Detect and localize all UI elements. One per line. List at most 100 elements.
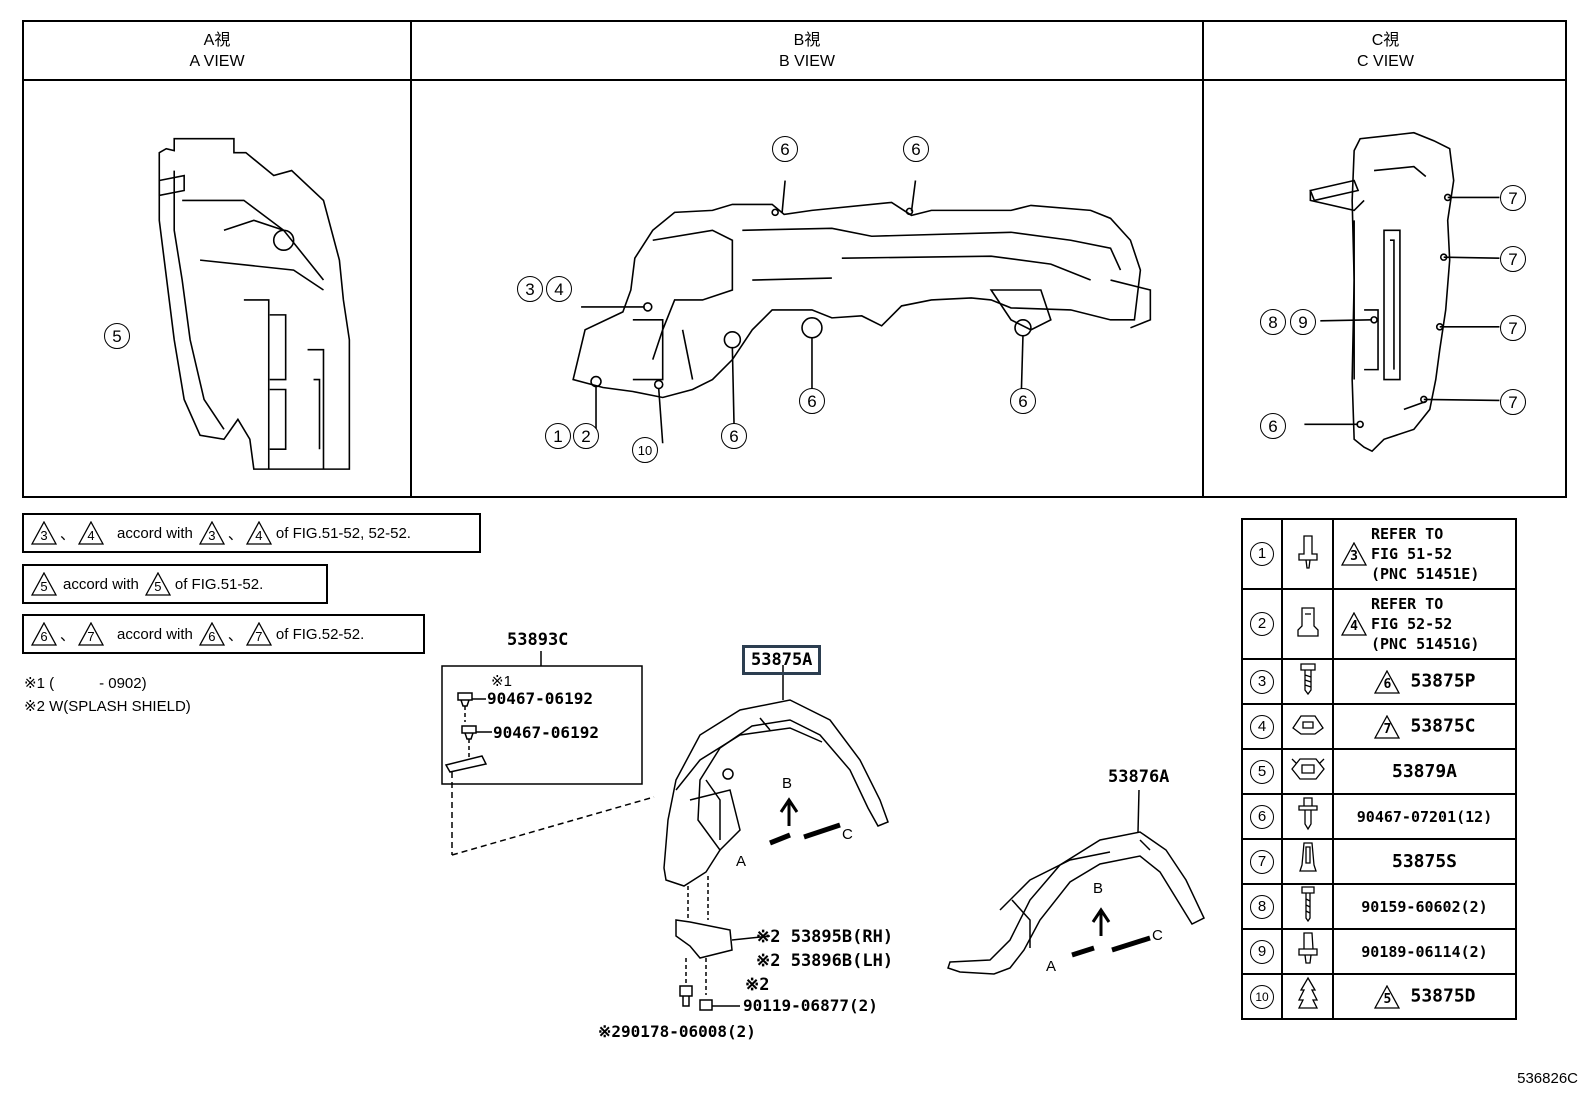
- c-view-title-en: C VIEW: [1357, 53, 1414, 70]
- b-view-callout-6e: 6: [721, 423, 747, 449]
- note-5: 5 accord with 5 of FIG.51-52.: [22, 564, 328, 604]
- legend-num: 6: [1241, 793, 1283, 840]
- dir-b-label: B: [782, 775, 793, 792]
- dir-c2-label: C: [1152, 927, 1163, 944]
- c-view-callout-7b: 7: [1500, 246, 1526, 272]
- screw-icon: [1281, 658, 1334, 705]
- b-view-callout-6c: 6: [799, 388, 825, 414]
- legend-number: 6: [1250, 804, 1274, 829]
- b-view: B視 B VIEW: [412, 22, 1204, 496]
- triangle-number: 4: [87, 528, 95, 543]
- legend-number: 5: [1250, 759, 1274, 784]
- triangle-number: 4: [255, 528, 263, 543]
- legend-partno: 53875S: [1332, 838, 1517, 885]
- clip-set-box: [441, 665, 643, 785]
- legend-partno: 53875D: [1410, 985, 1476, 1006]
- legend-num: 1: [1241, 518, 1283, 590]
- views-panel: A視 A VIEW 5: [22, 20, 1567, 498]
- separator: 、: [60, 525, 76, 543]
- legend-number: 4: [1250, 714, 1274, 739]
- note-6-7: 6 、 7 accord with 6 、 7 of FIG.52-52.: [22, 614, 425, 654]
- clip-b-partno: 90467-06192: [493, 723, 599, 742]
- triangle-number: 6: [208, 629, 216, 644]
- triangle-number: 6: [1383, 676, 1392, 692]
- a-view-title-en: A VIEW: [189, 53, 245, 70]
- legend-number: 10: [1250, 984, 1274, 1009]
- a-view-title-jp: A視: [203, 32, 231, 49]
- c-view-drawing: 7 7 8 9 7 7 6: [1204, 81, 1567, 496]
- c-view-callout-7d: 7: [1500, 389, 1526, 415]
- b-view-callout-6a: 6: [772, 136, 798, 162]
- legend-partno: 90467-07201(12): [1332, 793, 1517, 840]
- triangle-ref-icon: 6: [31, 622, 57, 646]
- legend-desc: 5 53875D: [1332, 973, 1517, 1020]
- rivet-clip-icon: [1281, 928, 1334, 975]
- c-view: C視 C VIEW: [1204, 22, 1567, 496]
- dir-b2-label: B: [1093, 880, 1104, 897]
- legend-ref-line: FIG 51-52: [1371, 545, 1453, 563]
- b-view-drawing: 6 6 3 4 6 6 1 2 10 6: [412, 81, 1202, 496]
- legend-desc: 3 REFER TO FIG 51-52 (PNC 51451E): [1332, 518, 1517, 590]
- legend-num: 9: [1241, 928, 1283, 975]
- triangle-number: 7: [255, 629, 263, 644]
- dir-c-label: C: [842, 826, 853, 843]
- separator: 、: [227, 626, 243, 644]
- legend-ref-line: (PNC 51451G): [1371, 635, 1480, 653]
- grommet-icon: [1281, 748, 1334, 795]
- triangle-ref-icon: 3: [198, 521, 225, 545]
- note-text: accord with: [63, 575, 139, 593]
- legend-row-4: 4 7 53875C: [1241, 703, 1517, 750]
- push-rivet-icon: [1281, 518, 1334, 590]
- fastener-legend-table: 1 3 REFER TO FIG 51-52 (PNC 51451E) 2 4 …: [1241, 518, 1517, 1020]
- pin-clip-icon: [1281, 838, 1334, 885]
- b-view-header: B視 B VIEW: [412, 22, 1202, 81]
- legend-number: 7: [1250, 849, 1274, 874]
- note-tail: of FIG.51-52.: [174, 575, 264, 593]
- c-view-callout-7a: 7: [1500, 185, 1526, 211]
- legend-partno: 90159-60602(2): [1332, 883, 1517, 930]
- legend-num: 4: [1241, 703, 1283, 750]
- a-view-liner-drawing: [158, 137, 351, 470]
- legend-row-9: 9 90189-06114(2): [1241, 928, 1517, 975]
- triangle-number: 5: [1383, 991, 1392, 1007]
- splash-shield-icon: [675, 919, 733, 959]
- legend-partno: 53875C: [1410, 715, 1476, 736]
- separator: 、: [60, 626, 76, 644]
- separator: 、: [227, 525, 243, 543]
- bolt-partno: 90119-06877(2): [743, 996, 878, 1015]
- clip-a-icon: [457, 692, 473, 707]
- part-53875a-label[interactable]: 53875A: [742, 645, 822, 675]
- legend-desc: 6 53875P: [1332, 658, 1517, 705]
- legend-row-2: 2 4 REFER TO FIG 52-52 (PNC 51451G): [1241, 588, 1517, 660]
- legend-row-1: 1 3 REFER TO FIG 51-52 (PNC 51451E): [1241, 518, 1517, 590]
- dir-a-label: A: [736, 853, 747, 870]
- spring-nut-icon: [1281, 703, 1334, 750]
- triangle-ref-icon: 7: [245, 622, 272, 646]
- screw-icon: [679, 985, 693, 1007]
- c-view-header: C視 C VIEW: [1204, 22, 1567, 81]
- legend-desc: 7 53875C: [1332, 703, 1517, 750]
- legend-partno: 53879A: [1332, 748, 1517, 795]
- triangle-number: 6: [40, 629, 48, 644]
- legend-partno: 53875P: [1410, 670, 1476, 691]
- clip-b-icon: [461, 725, 477, 740]
- legend-row-7: 7 53875S: [1241, 838, 1517, 885]
- part-53876a-label: 53876A: [1108, 767, 1170, 787]
- shield-lh-label: ※2 53896B(LH): [756, 951, 894, 971]
- legend-row-8: 8 90159-60602(2): [1241, 883, 1517, 930]
- footnote-2: ※2 W(SPLASH SHIELD): [24, 698, 191, 715]
- note-tail: of FIG.52-52.: [275, 625, 365, 643]
- legend-number: 2: [1250, 612, 1274, 636]
- b-view-callout-2: 2: [573, 423, 599, 449]
- b-view-title-en: B VIEW: [778, 53, 835, 70]
- triangle-number: 3: [208, 528, 216, 543]
- screw-partno: ※290178-06008(2): [598, 1022, 756, 1041]
- triangle-ref-icon: 5: [31, 572, 57, 596]
- legend-num: 2: [1241, 588, 1283, 660]
- triangle-ref-icon: 4: [78, 521, 105, 545]
- c-view-callout-8: 8: [1260, 309, 1286, 335]
- note-text: accord with: [117, 524, 193, 542]
- note-3-4: 3 、 4 accord with 3 、 4 of FIG.51-52, 52…: [22, 513, 481, 553]
- triangle-number: 7: [87, 629, 95, 644]
- screw-long-icon: [1281, 883, 1334, 930]
